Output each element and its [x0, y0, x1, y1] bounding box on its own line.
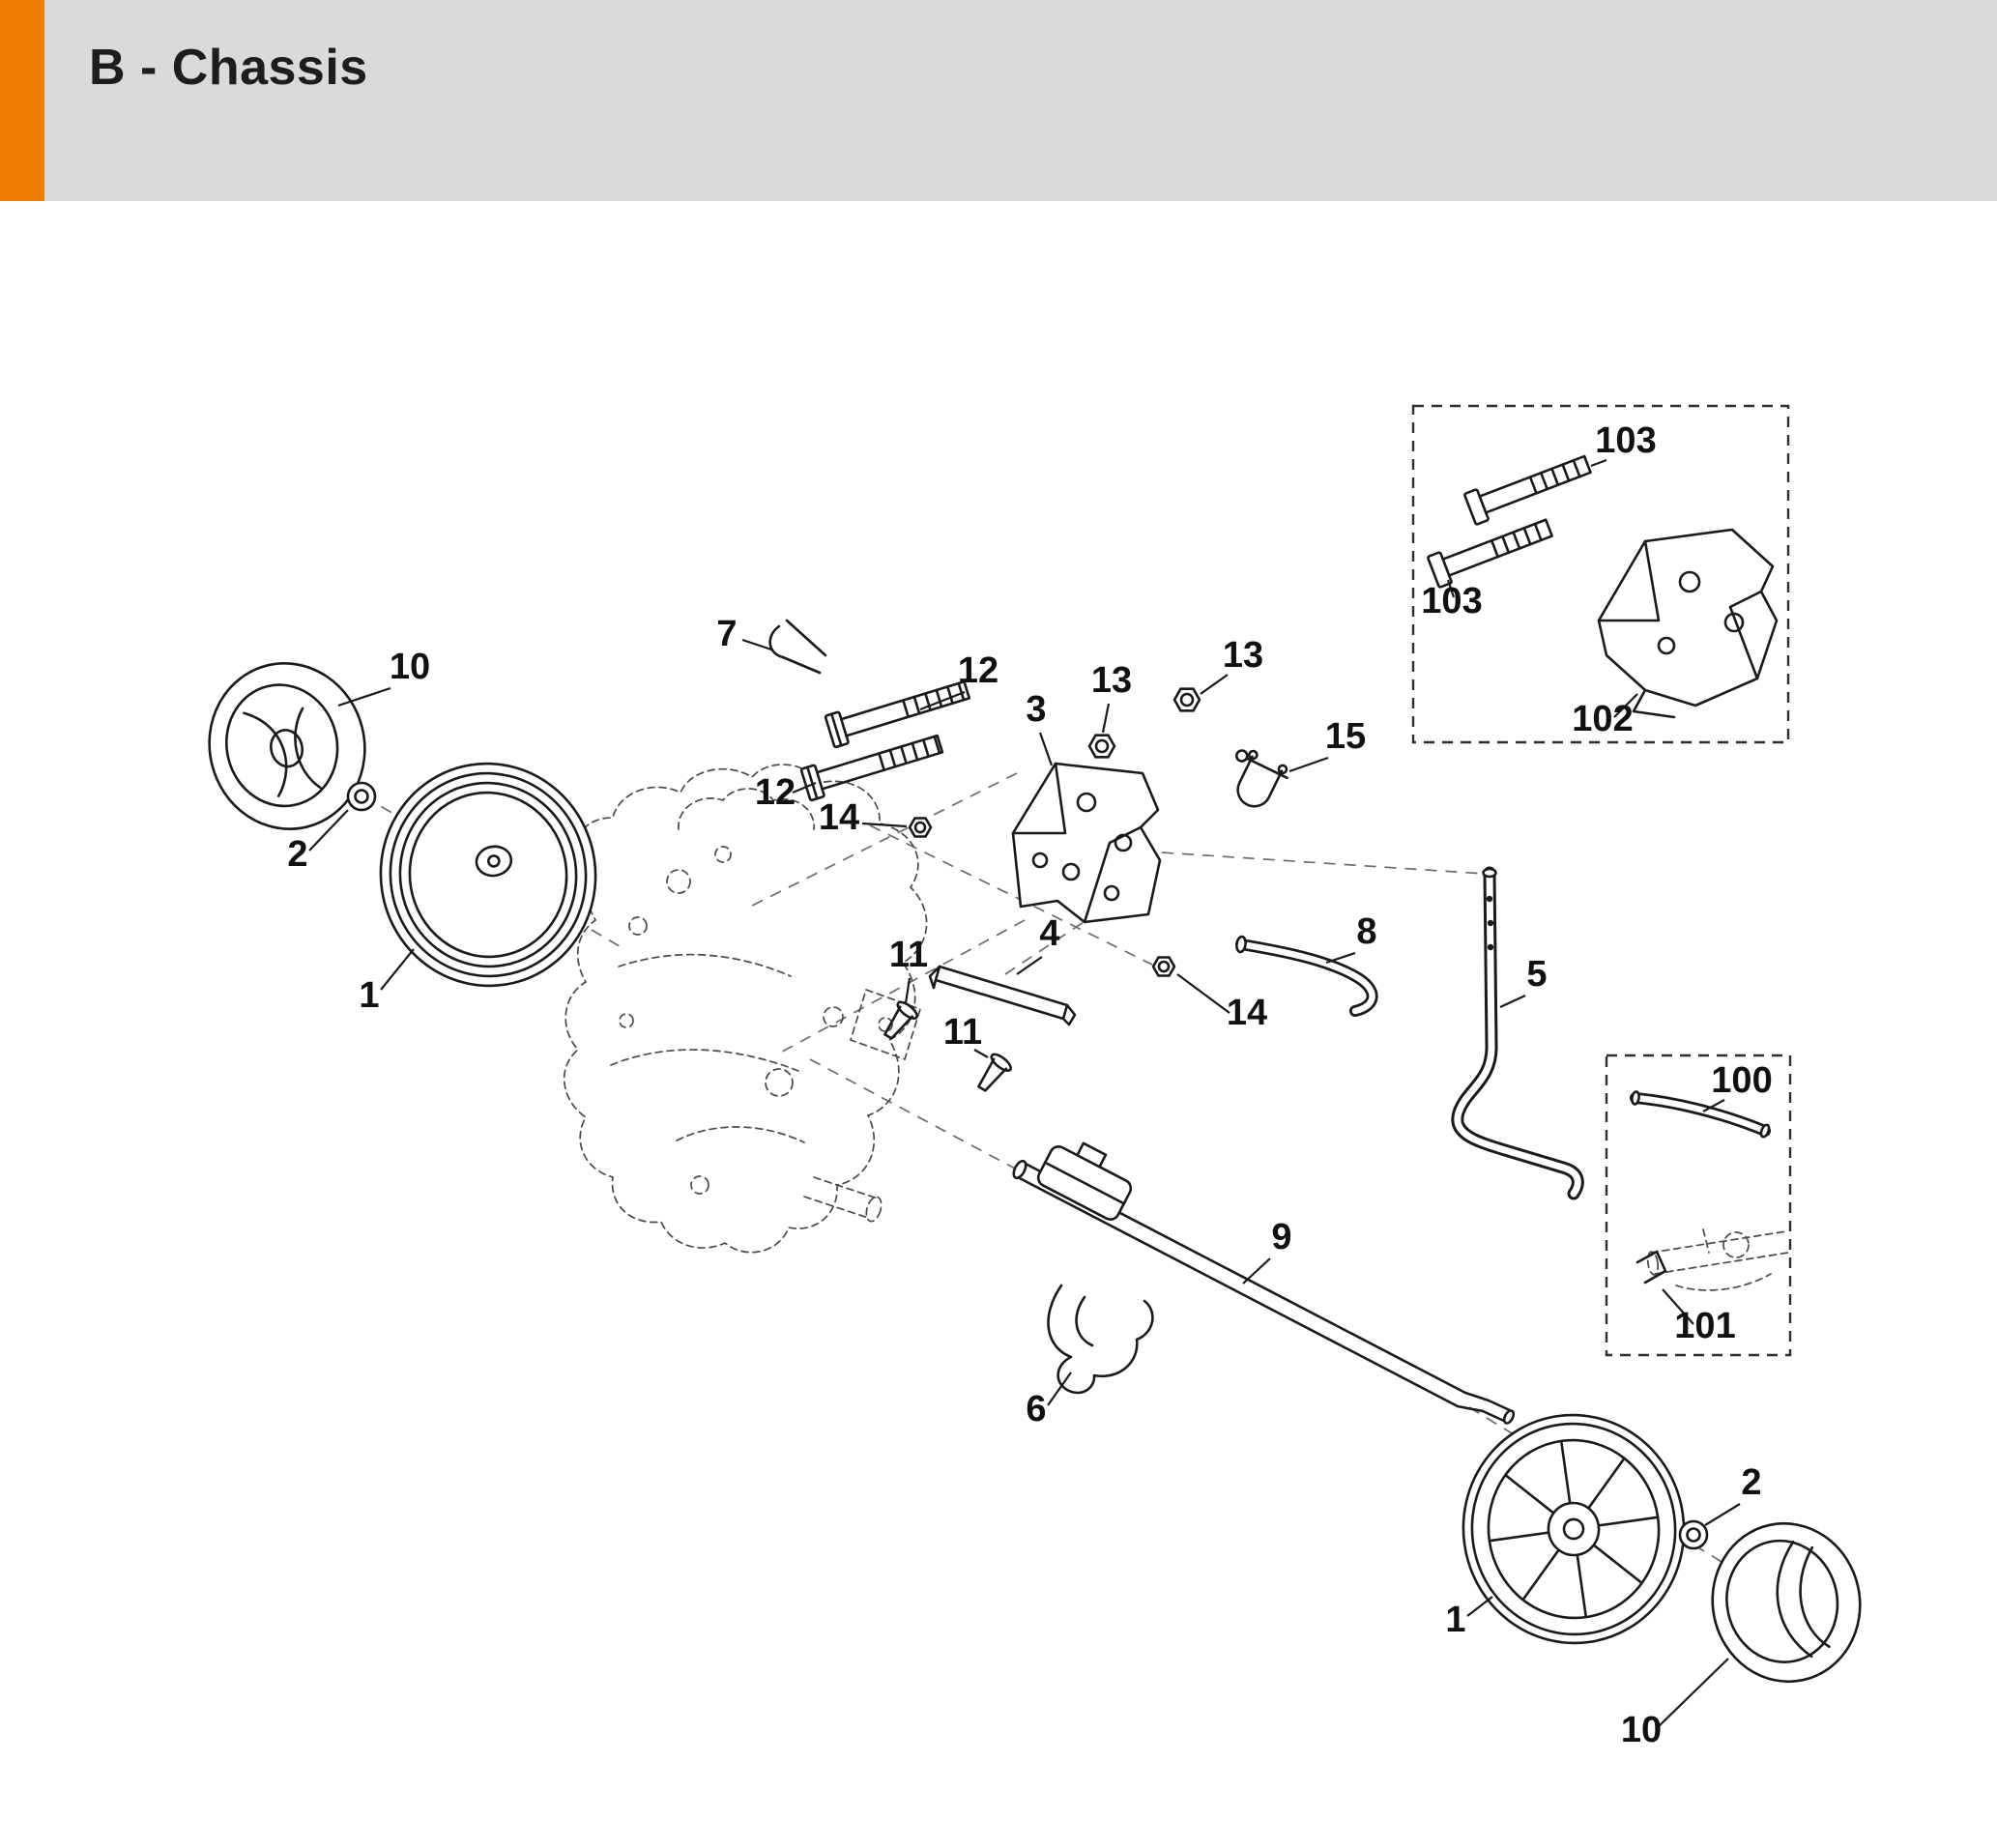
- callout-leader-1: [1466, 1596, 1493, 1617]
- part-callout-14: 14: [1227, 993, 1267, 1033]
- chassis-housing-ghost: [563, 764, 928, 1254]
- guide-lines: [310, 765, 1780, 1598]
- part-callout-10: 10: [390, 647, 430, 687]
- callout-leader-103: [1446, 579, 1456, 598]
- callout-leader-1: [380, 948, 415, 991]
- part-7-cotter-pin: [768, 619, 827, 675]
- part-callout-13: 13: [1091, 660, 1132, 701]
- part-callout-13: 13: [1223, 635, 1263, 676]
- part-14-nut-upper: [908, 817, 933, 838]
- part-3-bracket: [1011, 762, 1162, 924]
- callout-leader-10: [337, 686, 391, 707]
- callout-leader-13: [1101, 703, 1111, 734]
- callout-leader-11: [973, 1049, 989, 1058]
- callout-leader-100: [1702, 1099, 1725, 1112]
- part-14-nut-lower: [1151, 956, 1176, 977]
- part-8-rod: [1235, 935, 1378, 1017]
- part-callout-101: 101: [1674, 1306, 1735, 1346]
- part-callout-11: 11: [943, 1012, 982, 1053]
- part-2-washer-left: [346, 781, 377, 812]
- part-callout-4: 4: [1039, 913, 1059, 954]
- part-callout-8: 8: [1356, 911, 1376, 952]
- inset-box-100-101: [1605, 1054, 1792, 1357]
- part-6-spring-clip: [1047, 1284, 1154, 1395]
- part-callout-12: 12: [755, 772, 796, 813]
- callout-leader-4: [1016, 956, 1043, 975]
- callout-leader-14: [1176, 973, 1230, 1014]
- part-1-wheel-left: [379, 762, 597, 988]
- callout-leader-12: [919, 690, 966, 711]
- part-callout-11: 11: [889, 935, 928, 975]
- part-callout-2: 2: [1741, 1462, 1761, 1503]
- part-13-nut-left: [1087, 734, 1116, 759]
- callout-leader-10: [1656, 1658, 1729, 1729]
- inset-box-102-103: [1411, 404, 1790, 744]
- part-9-axle-tube: [1012, 1141, 1516, 1425]
- callout-leader-2: [1704, 1503, 1741, 1526]
- callout-leader-101: [1662, 1288, 1694, 1325]
- part-12-bolt-lower: [799, 734, 944, 802]
- inset-shaft-ghost: [1646, 1228, 1789, 1291]
- part-10-wheel-cap-left: [208, 662, 366, 830]
- part-callout-103: 103: [1421, 581, 1482, 621]
- part-callout-6: 6: [1026, 1389, 1046, 1429]
- part-15-clevis: [1234, 749, 1288, 808]
- part-10-wheel-cap-right: [1711, 1521, 1862, 1684]
- part-13-nut-right: [1172, 687, 1201, 712]
- callout-leader-2: [308, 809, 349, 852]
- part-callout-1: 1: [1445, 1600, 1465, 1640]
- callout-leader-9: [1242, 1257, 1271, 1285]
- part-12-bolt-upper: [824, 679, 971, 749]
- accent-bar: [0, 0, 44, 201]
- part-callout-15: 15: [1325, 716, 1366, 757]
- callout-leader-5: [1499, 995, 1526, 1008]
- part-callout-7: 7: [716, 614, 737, 654]
- callout-leader-6: [1047, 1372, 1072, 1406]
- callout-leader-3: [1038, 732, 1054, 766]
- callout-leader-11: [904, 977, 912, 1004]
- part-callout-9: 9: [1271, 1217, 1291, 1257]
- page-title: B - Chassis: [89, 40, 368, 96]
- part-103-bolt-lower: [1427, 518, 1553, 589]
- callout-leader-13: [1200, 674, 1229, 695]
- header-band: B - Chassis: [0, 0, 1997, 201]
- callout-leader-8: [1325, 951, 1356, 965]
- part-callout-10: 10: [1621, 1710, 1662, 1750]
- part-callout-3: 3: [1026, 689, 1046, 730]
- part-100-hose: [1630, 1090, 1771, 1139]
- callout-leader-14: [861, 822, 908, 828]
- callout-leader-7: [741, 638, 772, 651]
- part-2-washer-right: [1678, 1519, 1709, 1550]
- part-callout-103: 103: [1595, 420, 1656, 461]
- part-11-screw-right: [977, 1053, 1012, 1092]
- part-11-screw-left: [883, 1000, 918, 1040]
- part-callout-14: 14: [819, 797, 859, 838]
- part-101-clip: [1635, 1250, 1667, 1285]
- part-102-bracket: [1597, 528, 1779, 719]
- callout-leader-12: [792, 781, 817, 794]
- part-callout-102: 102: [1572, 699, 1633, 739]
- part-5-height-rod: [1451, 866, 1584, 1200]
- callout-leader-102: [1613, 693, 1638, 718]
- part-callout-12: 12: [958, 650, 998, 691]
- part-callout-100: 100: [1711, 1060, 1772, 1101]
- callout-leader-15: [1288, 756, 1329, 773]
- part-4-scraper-bar: [928, 965, 1077, 1026]
- part-103-bolt-upper: [1463, 454, 1592, 526]
- callout-leader-103: [1590, 458, 1607, 468]
- part-1-wheel-right: [1462, 1413, 1686, 1645]
- part-callout-2: 2: [287, 834, 307, 875]
- part-callout-5: 5: [1526, 954, 1547, 995]
- part-callout-1: 1: [359, 975, 379, 1016]
